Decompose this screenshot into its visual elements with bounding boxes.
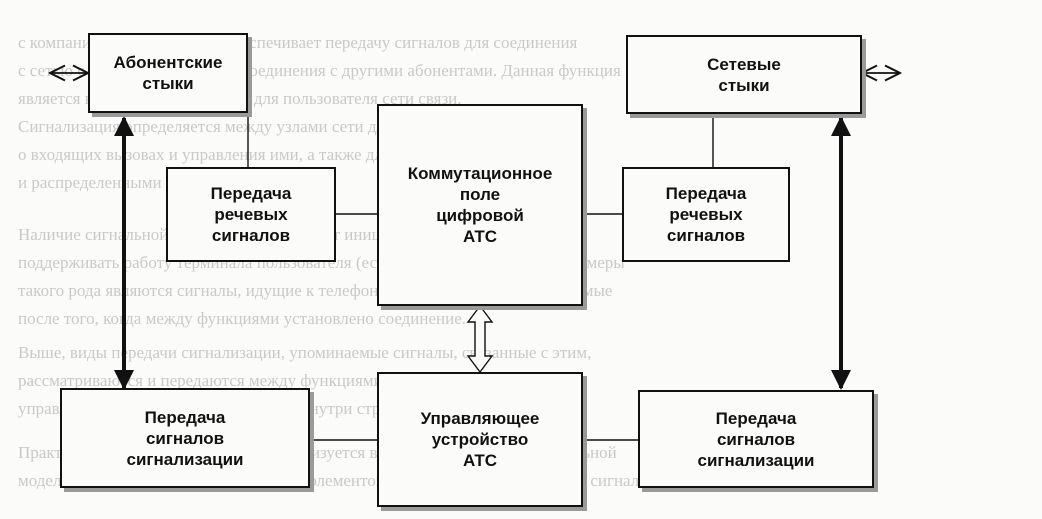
voice-transfer-right-block: Передача речевых сигналов <box>622 167 790 262</box>
subscriber-interfaces-label: Абонентские стыки <box>113 53 223 93</box>
signaling-right-label: Передача сигналов сигнализации <box>697 408 815 470</box>
subscriber-interfaces-block: Абонентские стыки <box>88 33 248 113</box>
voice-transfer-left-label: Передача речевых сигналов <box>210 184 292 245</box>
control-unit-label: Управляющее устройство АТС <box>420 409 540 470</box>
signaling-left-label: Передача сигналов сигнализации <box>126 407 244 469</box>
field-control-hollow-arrow <box>466 304 494 374</box>
voice-transfer-right-label: Передача речевых сигналов <box>665 184 747 245</box>
switching-field-label: Коммутационное поле цифровой АТС <box>407 164 553 246</box>
signaling-left-block: Передача сигналов сигнализации <box>60 388 310 488</box>
control-unit-block: Управляющее устройство АТС <box>377 372 583 507</box>
network-interfaces-label: Сетевые стыки <box>707 54 781 95</box>
voice-transfer-left-block: Передача речевых сигналов <box>166 167 336 262</box>
switching-field-block: Коммутационное поле цифровой АТС <box>377 104 583 306</box>
signaling-right-block: Передача сигналов сигнализации <box>638 390 874 488</box>
network-interfaces-block: Сетевые стыки <box>626 35 862 114</box>
